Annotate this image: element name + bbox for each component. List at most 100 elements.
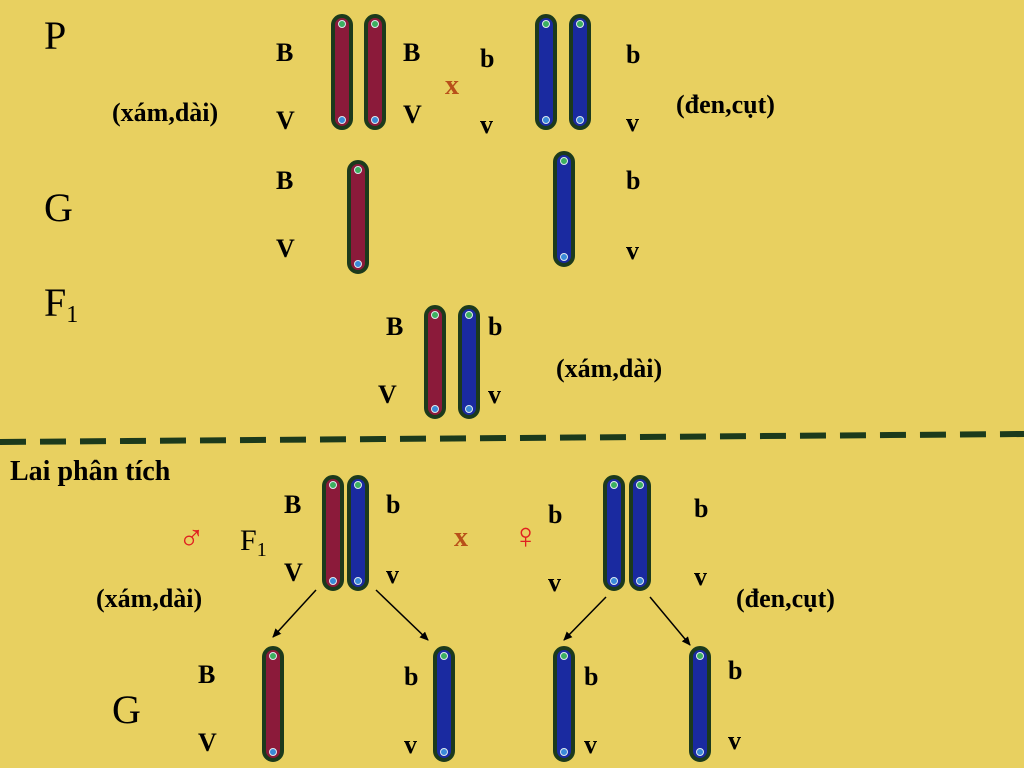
chromosome-end-dot [560,652,568,660]
cross-symbol-testcross: x [454,522,468,553]
allele-p-male-left-top: B [276,38,294,67]
chromosome-end-dot [465,405,473,413]
p-gamete-maroon-chromosome [347,160,369,274]
allele-tc-male-left-bottom: V [284,558,303,587]
allele-p-female-right-bottom: v [626,108,639,137]
chromosome-end-dot [431,311,439,319]
testcross-gamete-blue-chromosome-3 [689,646,711,762]
testcross-gamete-maroon-chromosome [262,646,284,762]
phenotype-f1: (xám,dài) [556,354,663,383]
chromosome-end-dot [542,20,550,28]
chromosome-end-dot [542,116,550,124]
allele-g-female-top: b [626,166,641,195]
chromosome-end-dot [354,260,362,268]
phenotype-p-male: (xám,dài) [112,98,219,127]
chromosome-end-dot [431,405,439,413]
allele-p-female-right-top: b [626,40,641,69]
p-male-chromosome-pair [331,14,386,130]
allele-tcg-4-top: b [728,656,743,685]
label-f1-testcross-f: F [240,524,257,557]
chromosome-end-dot [696,652,704,660]
chromosome-end-dot [354,166,362,174]
chromosome-end-dot [354,481,362,489]
male-symbol: ♂ [178,518,205,558]
chromosome-end-dot [329,577,337,585]
chromosome-end-dot [696,748,704,756]
allele-f1-right-top: b [488,312,503,341]
allele-p-male-left-bottom: V [276,106,295,135]
chromosome-end-dot [576,116,584,124]
allele-tcg-2-bottom: v [404,730,417,759]
allele-tc-male-right-bottom: v [386,560,399,589]
label-f1-generation: F1 [44,283,79,328]
phenotype-tc-male: (xám,dài) [96,584,203,613]
allele-tc-female-right-top: b [694,494,709,523]
allele-tc-male-left-top: B [284,490,302,519]
chromosome-end-dot [560,157,568,165]
label-p-generation: P [44,13,67,58]
chromosome-end-dot [269,748,277,756]
phenotype-tc-female: (đen,cụt) [736,584,835,613]
chromosome-end-dot [354,577,362,585]
allele-tc-female-right-bottom: v [694,562,707,591]
allele-p-male-right-top: B [403,38,421,67]
allele-p-male-right-bottom: V [403,100,422,129]
allele-g-female-bottom: v [626,236,639,265]
arrow-male-right [375,589,429,641]
chromosome-end-dot [329,481,337,489]
p-gamete-blue-chromosome [553,151,575,267]
chromosome-end-dot [338,20,346,28]
chromosome-end-dot [576,20,584,28]
allele-tc-female-left-top: b [548,500,563,529]
allele-tcg-1-top: B [198,660,216,689]
allele-tcg-1-bottom: V [198,728,217,757]
allele-p-female-left-top: b [480,44,495,73]
arrow-female-right [649,596,691,646]
allele-tcg-2-top: b [404,662,419,691]
allele-f1-left-bottom: V [378,380,397,409]
chromosome-end-dot [610,577,618,585]
allele-f1-right-bottom: v [488,380,501,409]
label-g-testcross: G [112,687,141,732]
testcross-gamete-blue-chromosome-2 [553,646,575,762]
chromosome-end-dot [636,481,644,489]
testcross-gamete-blue-chromosome-1 [433,646,455,762]
chromosome-end-dot [610,481,618,489]
chromosome-end-dot [371,116,379,124]
f1-chromosome-pair [424,305,480,419]
chromosome-end-dot [440,652,448,660]
allele-f1-left-top: B [386,312,404,341]
chromosome-end-dot [560,253,568,261]
allele-tc-male-right-top: b [386,490,401,519]
label-f1-testcross: F1 [240,524,267,561]
chromosome-end-dot [636,577,644,585]
cross-symbol-p: x [445,70,459,101]
arrow-female-left [563,596,607,641]
p-female-chromosome-pair [535,14,591,130]
chromosome-end-dot [371,20,379,28]
test-cross-title: Lai phân tích [10,456,171,487]
allele-tcg-3-top: b [584,662,599,691]
arrow-male-left [272,589,317,638]
allele-tcg-3-bottom: v [584,730,597,759]
allele-tcg-4-bottom: v [728,726,741,755]
chromosome-end-dot [560,748,568,756]
section-divider [0,431,1024,445]
allele-p-female-left-bottom: v [480,110,493,139]
allele-tc-female-left-bottom: v [548,568,561,597]
chromosome-end-dot [440,748,448,756]
label-f-subscript: 1 [66,302,79,328]
chromosome-end-dot [465,311,473,319]
chromosome-end-dot [338,116,346,124]
allele-g-male-top: B [276,166,294,195]
label-g-generation: G [44,185,73,230]
female-symbol: ♀ [512,516,539,556]
testcross-male-chromosome-pair [322,475,369,591]
testcross-female-chromosome-pair [603,475,651,591]
chromosome-end-dot [269,652,277,660]
allele-g-male-bottom: V [276,234,295,263]
label-f1-testcross-subscript: 1 [256,539,267,561]
phenotype-p-female: (đen,cụt) [676,90,775,119]
